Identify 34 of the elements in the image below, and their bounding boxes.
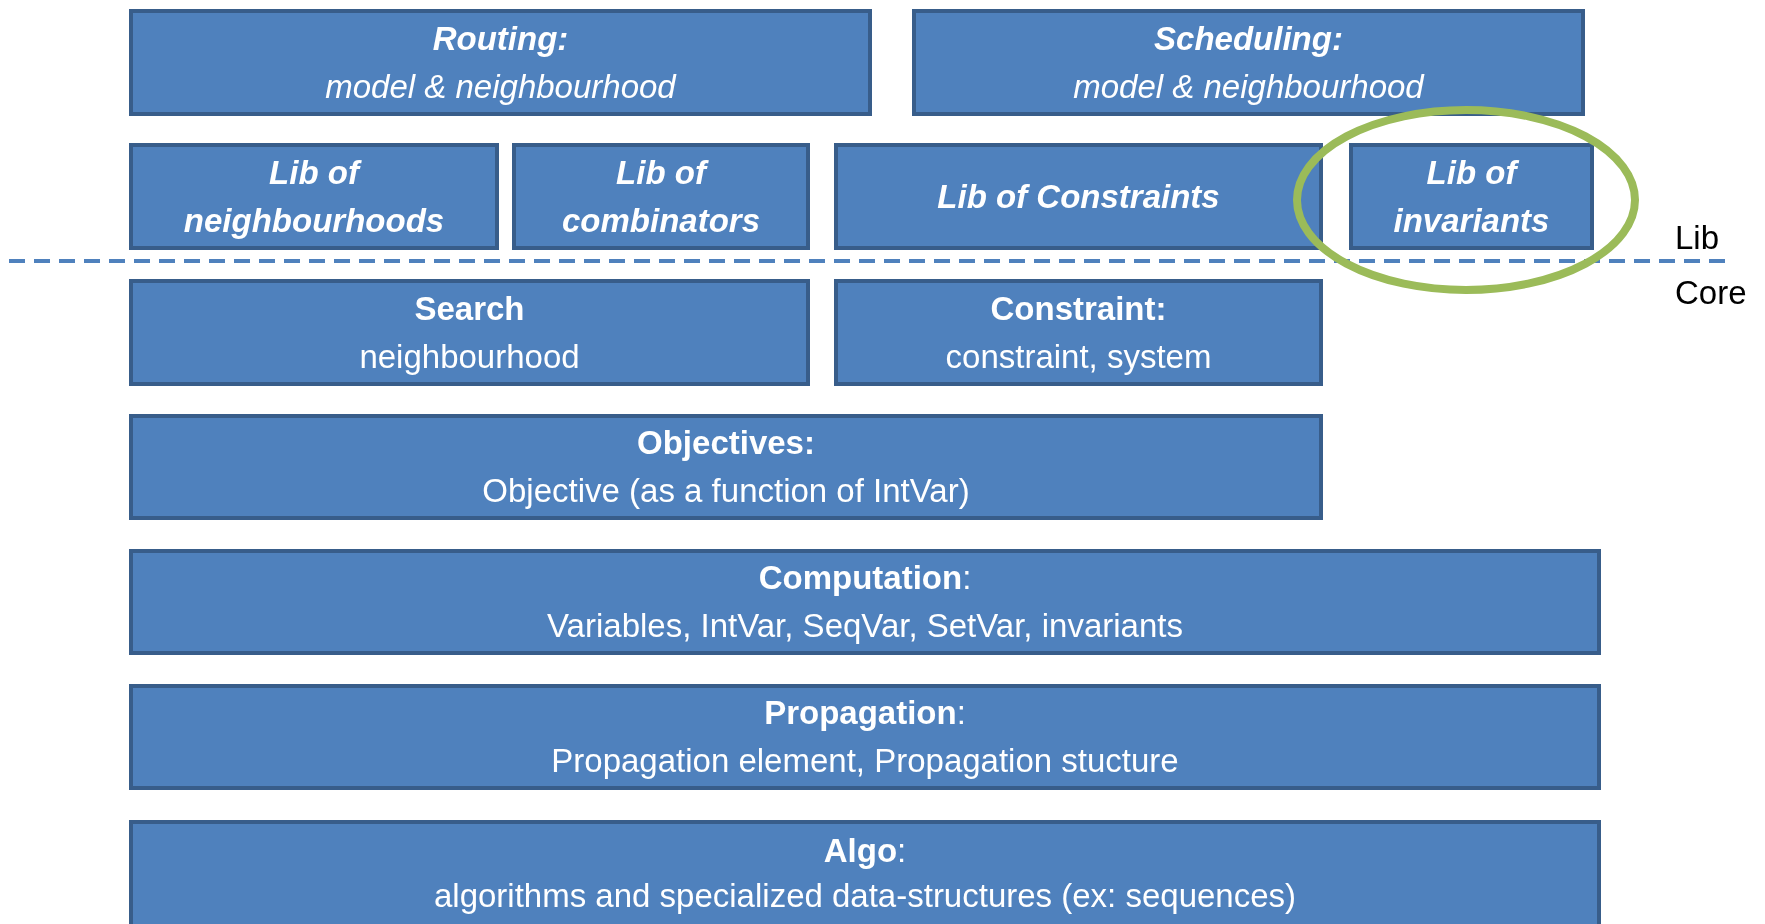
layer-box xyxy=(129,143,499,250)
layer-label: Core xyxy=(1675,274,1747,312)
layer-title: Computation: xyxy=(758,558,972,599)
layer-title: Search xyxy=(414,288,525,329)
layer-title: Lib of Constraints xyxy=(937,176,1220,217)
layer-box xyxy=(129,9,872,116)
layer-label: Lib xyxy=(1675,219,1720,257)
layer-box xyxy=(129,549,1601,655)
layer-title: Propagation: xyxy=(764,693,966,734)
layer-box xyxy=(129,684,1601,790)
layer-title: Scheduling: xyxy=(1154,18,1343,59)
layer-box xyxy=(1349,143,1594,250)
layer-description: neighbourhood xyxy=(359,336,580,377)
layer-title: Routing: xyxy=(432,18,569,59)
layer-title: Objectives: xyxy=(637,423,815,464)
layer-box xyxy=(512,143,810,250)
layer-box xyxy=(912,9,1585,116)
layer-description: constraint, system xyxy=(945,336,1212,377)
layer-description: algorithms and specialized data-structures (ex: sequences) xyxy=(433,876,1297,916)
layer-title: Lib of neighbourhoods xyxy=(182,152,446,241)
layer-description: Objective (as a function of IntVar) xyxy=(482,471,970,511)
layer-title: Algo: xyxy=(823,831,907,872)
layer-description: Propagation element, Propagation stucture xyxy=(551,741,1179,781)
layer-title: Lib of invariants xyxy=(1392,152,1551,241)
layer-box xyxy=(129,820,1601,924)
layer-description: model & neighbourhood xyxy=(1073,66,1424,107)
layer-description: Variables, IntVar, SeqVar, SetVar, invariants xyxy=(547,606,1183,646)
layer-description: model & neighbourhood xyxy=(325,66,676,107)
layer-box xyxy=(834,143,1323,250)
layer-title: Lib of combinators xyxy=(560,152,761,241)
layer-title: Constraint: xyxy=(990,288,1167,329)
layer-box xyxy=(129,414,1323,520)
layer-box xyxy=(834,279,1323,386)
layer-box xyxy=(129,279,810,386)
